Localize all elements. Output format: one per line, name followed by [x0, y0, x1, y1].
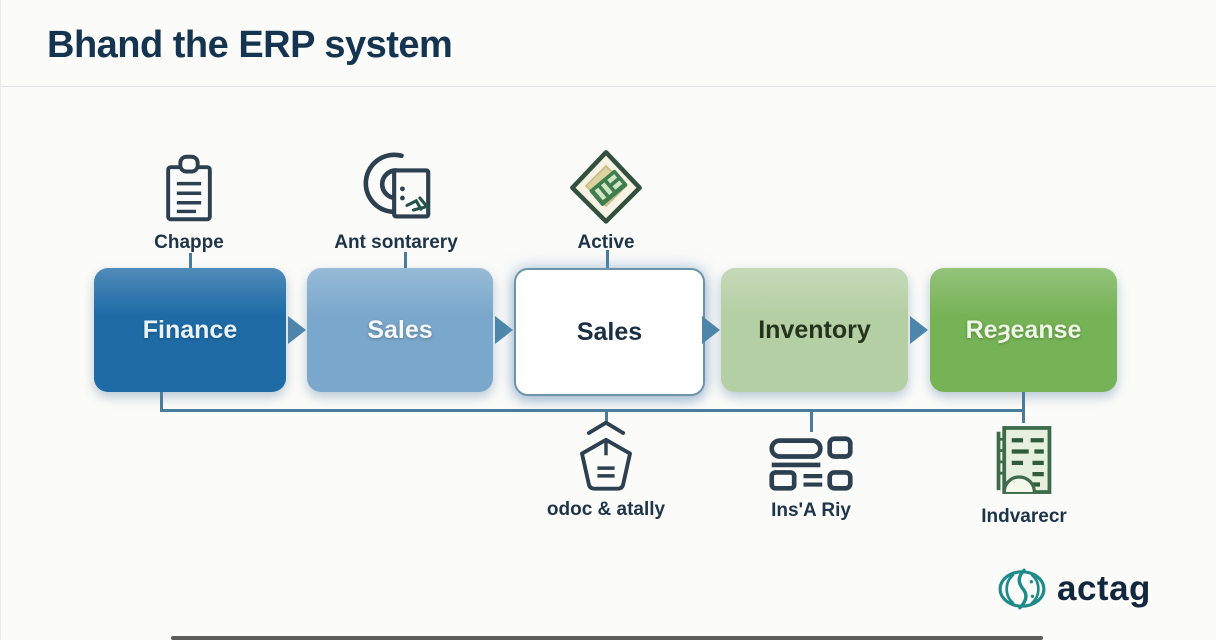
icon-label-active: Active [577, 232, 635, 253]
sync-document-icon [363, 152, 431, 219]
top-icon-group-2: Ant sontarery [334, 148, 458, 254]
icon-label-odoc-atally: odoc & atally [546, 499, 666, 520]
connector-finance-down [160, 392, 163, 412]
flow-box-sales-1: Sales [307, 268, 493, 392]
page-title: Bhand the ERP system [47, 24, 453, 66]
report-document-icon [996, 426, 1052, 494]
flow-box-release: Reȝeanse [930, 268, 1117, 392]
connector-top-1 [189, 253, 192, 269]
icon-label-ant-sontarery: Ant sontarery [334, 232, 458, 253]
connector-top-3 [606, 250, 609, 269]
brand-logo: actag [997, 566, 1151, 612]
header-divider [1, 86, 1216, 87]
flow-box-inventory: Inventory [721, 268, 908, 392]
form-list-icon [769, 436, 853, 491]
connector-drop-2 [810, 409, 813, 432]
top-icon-group-3: Active [564, 146, 648, 254]
bottom-icon-group-2: Ins'A Riy [767, 434, 855, 522]
connector-top-2 [404, 252, 407, 269]
arrow-right-icon [495, 316, 513, 344]
bottom-icon-group-3: Indvarecr [981, 420, 1067, 528]
flow-box-sales-2: Sales [514, 268, 705, 396]
clipboard-icon [166, 154, 212, 222]
icon-label-chappe: Chappe [154, 232, 224, 253]
connector-drop-1 [605, 409, 608, 425]
globe-currency-icon [998, 568, 1046, 610]
flow-box-finance: Finance [94, 268, 286, 392]
connector-drop-3 [1022, 409, 1025, 423]
bottom-icon-group-1: odoc & atally [547, 421, 665, 521]
shopping-bag-icon [580, 421, 632, 491]
connector-bus [160, 409, 1025, 412]
icon-label-indvarecr: Indvarecr [981, 506, 1067, 527]
arrow-right-icon [702, 316, 720, 344]
top-icon-group-1: Chappe [151, 150, 227, 254]
brand-logo-text: actag [1057, 569, 1151, 608]
arrow-right-icon [910, 316, 928, 344]
bottom-bar [171, 636, 1043, 640]
arrow-right-icon [288, 316, 306, 344]
connector-release-down [1022, 392, 1025, 412]
folder-badge-icon [570, 150, 642, 224]
icon-label-insa-riy: Ins'A Riy [771, 500, 851, 521]
